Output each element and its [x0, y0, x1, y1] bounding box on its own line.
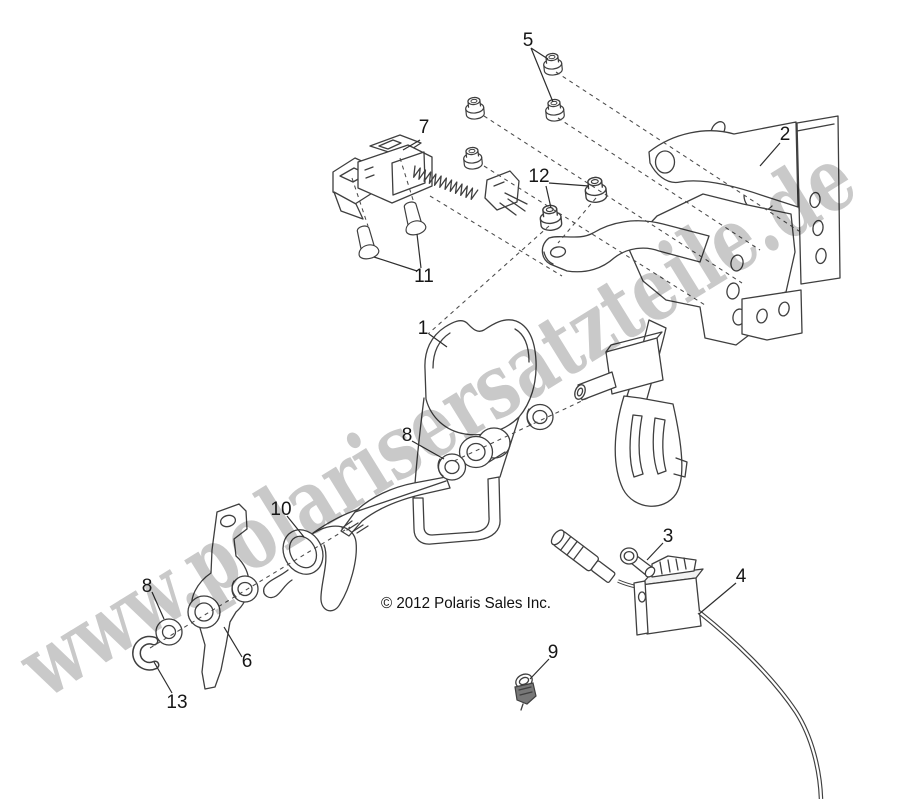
spring-loop: [311, 525, 357, 612]
callout-10: 10: [270, 499, 291, 520]
assembly-axis-lines: [149, 71, 803, 649]
bracket-side-plate: [796, 115, 841, 285]
callout-12: 12: [528, 166, 549, 187]
pedal-arm-frame: [412, 476, 501, 545]
callout-3: 3: [663, 526, 674, 547]
switch-spring-coil: [413, 165, 479, 200]
pedal-pad: [340, 476, 451, 537]
callout-7: 7: [419, 117, 430, 138]
bracket-arm-hole: [654, 150, 676, 174]
callout-11: 11: [414, 266, 434, 287]
callout-6: 6: [242, 651, 253, 672]
lever-ring-boss: [187, 595, 221, 629]
part-9-cable-clip: [514, 673, 537, 711]
throttle-cable-wire: [697, 610, 824, 799]
pedal-stop-lever: [574, 319, 688, 507]
part-13-e-clip: [132, 635, 160, 671]
bracket-arm: [648, 121, 799, 208]
sensor-mount-plate: [541, 220, 710, 273]
center-bracket-shell: [541, 193, 803, 346]
callout-1: 1: [418, 318, 429, 339]
part-5-flange-nuts: [462, 52, 566, 171]
callout-9: 9: [548, 642, 559, 663]
part-4-cable-block: [640, 577, 702, 635]
callouts: 5 7 2 12 11 1 8 3 10 4 8 9 6 13: [142, 30, 791, 713]
part-3-bolt: [619, 547, 656, 578]
part-2-mount-bracket: [648, 115, 841, 285]
cable-ferrule-small: [590, 560, 616, 583]
part-11-bolts: [352, 199, 428, 262]
part-6-lower-lever: [187, 503, 250, 690]
callout-leader-lines: [151, 47, 781, 694]
lever-bushing: [231, 575, 259, 603]
connector-pins: [499, 192, 528, 216]
callout-8-upper: 8: [402, 425, 413, 446]
switch-body: [357, 144, 433, 204]
copyright-text: © 2012 Polaris Sales Inc.: [381, 595, 551, 612]
pivot-boss-front: [458, 435, 494, 469]
watermark-text: www.polarisersatzteile.de: [1, 125, 873, 718]
clevis-fork: [614, 395, 683, 507]
part-10-torsion-spring: [263, 508, 360, 612]
part-4-throttle-cable: [550, 529, 824, 799]
part-8-washer-lower: [155, 618, 183, 646]
spring-hook: [263, 569, 293, 599]
callout-5: 5: [523, 30, 534, 51]
part-7-switch-assembly: [332, 134, 528, 220]
part-1-pedal-assembly: [340, 319, 537, 545]
callout-13: 13: [166, 692, 187, 713]
bracket-foot: [741, 289, 803, 341]
pedal-guard: [424, 319, 537, 436]
part-8-bushing-upper: [437, 453, 467, 481]
callout-8-lower: 8: [142, 576, 153, 597]
pedal-pad-hatching: [341, 520, 369, 534]
callout-2: 2: [780, 124, 791, 145]
callout-4: 4: [736, 566, 747, 587]
pivot-bushing-right: [526, 403, 554, 431]
